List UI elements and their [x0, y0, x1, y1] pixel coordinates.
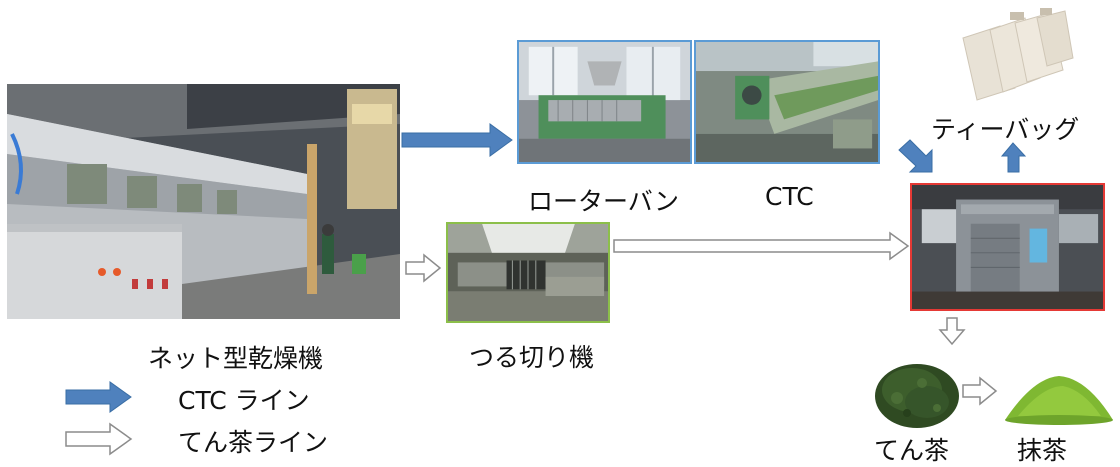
tencha-leaves-image — [872, 358, 962, 430]
ctc-label: CTC — [765, 182, 814, 211]
legend-ctc-line-label: CTC ライン — [178, 386, 310, 415]
tsuru-cutter-photo — [446, 222, 610, 323]
tea-bag-photo — [955, 8, 1077, 104]
grinder-photo — [910, 183, 1105, 311]
tencha-arrow-cutter-to-grinder — [613, 231, 910, 261]
tsuru-cutter-label: つる切り機 — [469, 343, 595, 372]
net-dryer-label: ネット型乾燥機 — [148, 344, 324, 373]
tencha-arrow-dryer-to-cutter — [405, 253, 442, 283]
rotorvane-label: ローターバン — [528, 187, 680, 216]
tencha-label: てん茶 — [874, 436, 950, 465]
legend-ctc-arrow-icon — [65, 381, 132, 413]
tea-bag-label: ティーバッグ — [931, 115, 1080, 144]
matcha-label: 抹茶 — [1017, 436, 1068, 465]
ctc-arrow-to-teabag — [1000, 142, 1027, 173]
tencha-arrow-grinder-down — [938, 317, 966, 346]
ctc-photo — [694, 40, 880, 164]
ctc-arrow-dryer-to-rotorvane — [401, 123, 513, 157]
matcha-powder-image — [1003, 368, 1115, 426]
tencha-arrow-to-matcha — [962, 376, 998, 406]
legend-tencha-arrow-icon — [65, 422, 133, 456]
net-dryer-photo — [7, 84, 400, 319]
rotorvane-photo — [517, 40, 692, 164]
ctc-arrow-to-grinder — [898, 139, 933, 173]
legend-tencha-line-label: てん茶ライン — [178, 428, 329, 457]
